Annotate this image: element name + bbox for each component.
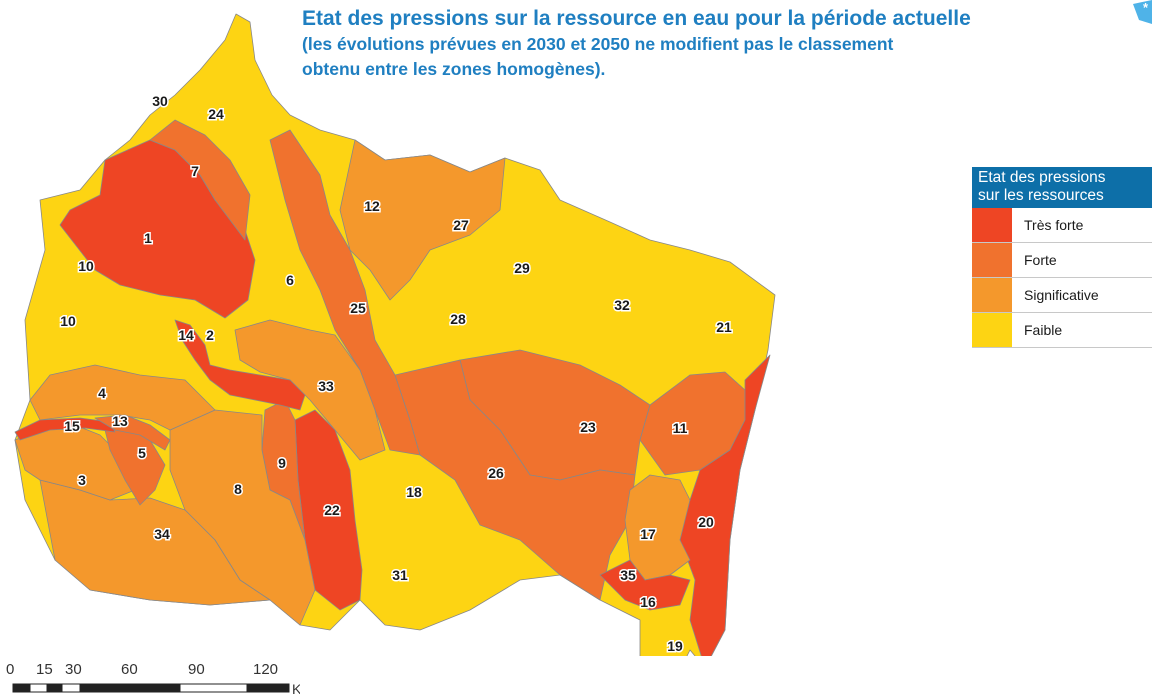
- scale-bar-segments: [12, 683, 290, 693]
- zone-label-20: 20: [698, 514, 714, 530]
- legend-label-significative: Significative: [1024, 287, 1099, 303]
- zone-label-8: 8: [234, 481, 242, 497]
- scale-tick-15: 15: [36, 661, 53, 678]
- zone-4: [29, 364, 216, 431]
- zone-label-12: 12: [364, 198, 380, 214]
- scale-tick-90: 90: [188, 661, 205, 678]
- zone-14: [174, 319, 306, 411]
- title-line-2: (les évolutions prévues en 2030 et 2050 …: [302, 34, 894, 54]
- zone-label-23: 23: [580, 419, 596, 435]
- zone-label-26: 26: [488, 465, 504, 481]
- scale-tick-120: 120: [253, 661, 278, 678]
- zone-label-35: 35: [620, 567, 636, 583]
- legend-label-faible: Faible: [1024, 322, 1063, 338]
- zone-label-33: 33: [318, 378, 334, 394]
- zone-label-30: 30: [152, 93, 168, 109]
- legend-item-significative: Significative: [972, 278, 1152, 313]
- scale-bar: 0 15 30 60 90 120 Kilomètres: [6, 661, 300, 697]
- zone-label-9: 9: [278, 455, 286, 471]
- region-map: 1234567891010111213141516171819202122232…: [14, 13, 776, 656]
- zone-label-10a: 10: [78, 258, 94, 274]
- scale-unit: Kilomètres: [292, 681, 300, 697]
- legend-label-forte: Forte: [1024, 252, 1057, 268]
- corner-mark: *: [1143, 0, 1149, 15]
- legend-swatch-significative: [972, 278, 1012, 312]
- legend-swatch-tres-forte: [972, 208, 1012, 242]
- zone-label-31: 31: [392, 567, 408, 583]
- legend: Etat des pressions sur les ressources Tr…: [972, 167, 1152, 348]
- corner-flag-icon: *: [1133, 0, 1152, 24]
- legend-label-tres-forte: Très forte: [1024, 217, 1084, 233]
- zone-label-5: 5: [138, 445, 146, 461]
- zone-label-19: 19: [667, 638, 683, 654]
- zone-label-15: 15: [64, 418, 80, 434]
- map-title: Etat des pressions sur la ressource en e…: [302, 6, 1142, 82]
- zone-label-25: 25: [350, 300, 366, 316]
- zone-label-22: 22: [324, 502, 340, 518]
- zone-20: [664, 354, 771, 656]
- zone-label-14: 14: [178, 327, 194, 343]
- zone-label-24: 24: [208, 106, 224, 122]
- zone-13: [94, 414, 171, 451]
- zone-label-34: 34: [154, 526, 170, 542]
- zone-label-10b: 10: [60, 313, 76, 329]
- zone-label-28: 28: [450, 311, 466, 327]
- zone-label-17: 17: [640, 526, 656, 542]
- legend-header: Etat des pressions sur les ressources: [972, 167, 1152, 208]
- zone-15: [14, 417, 116, 441]
- zone-17: [624, 474, 691, 581]
- legend-item-faible: Faible: [972, 313, 1152, 348]
- zone-7: [149, 119, 251, 241]
- legend-header-line-2: sur les ressources: [978, 187, 1104, 204]
- legend-item-forte: Forte: [972, 243, 1152, 278]
- scale-tick-30: 30: [65, 661, 82, 678]
- zone-label-16: 16: [640, 594, 656, 610]
- zone-27: [339, 139, 506, 301]
- zone-label-18: 18: [406, 484, 422, 500]
- zone-label-7: 7: [191, 163, 199, 179]
- zone-label-2: 2: [206, 327, 214, 343]
- zone-label-21: 21: [716, 319, 732, 335]
- zone-33: [234, 319, 386, 461]
- legend-item-tres-forte: Très forte: [972, 208, 1152, 243]
- legend-swatch-forte: [972, 243, 1012, 277]
- zone-label-1: 1: [144, 230, 152, 246]
- zone-label-3: 3: [78, 472, 86, 488]
- title-line-3: obtenu entre les zones homogènes).: [302, 59, 606, 79]
- scale-tick-60: 60: [121, 661, 138, 678]
- zone-35: [599, 559, 691, 611]
- legend-swatch-faible: [972, 313, 1012, 347]
- zone-label-4: 4: [98, 385, 106, 401]
- title-line-1: Etat des pressions sur la ressource en e…: [302, 7, 971, 30]
- legend-header-line-1: Etat des pressions: [978, 169, 1106, 186]
- zone-label-6: 6: [286, 272, 294, 288]
- scale-tick-0: 0: [6, 661, 14, 678]
- zone-label-29: 29: [514, 260, 530, 276]
- zone-label-11: 11: [673, 420, 688, 436]
- zone-label-27: 27: [453, 217, 469, 233]
- zone-label-13: 13: [112, 413, 128, 429]
- zone-label-32: 32: [614, 297, 630, 313]
- zone-26: [394, 359, 636, 601]
